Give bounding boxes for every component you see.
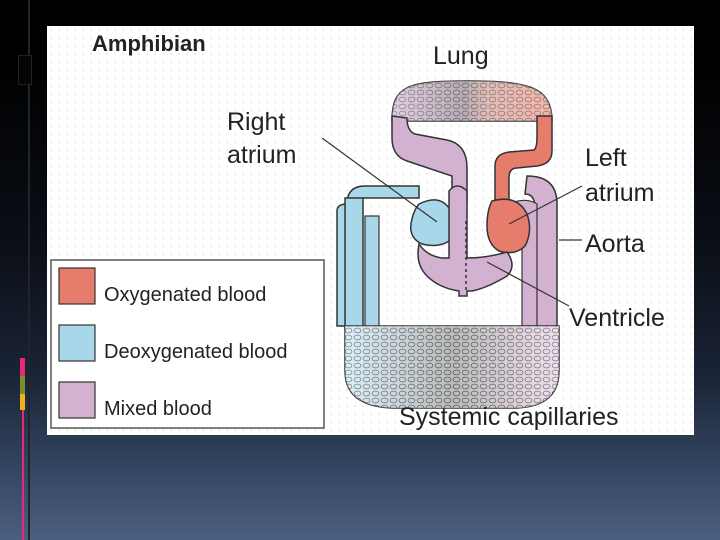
accent-bar-pink bbox=[20, 358, 25, 376]
circulation-diagram: Amphibian Lung Right atrium Left atrium … bbox=[50, 31, 665, 431]
legend-swatch-mixed bbox=[58, 381, 96, 419]
legend-label-oxygenated: Oxygenated blood bbox=[104, 284, 266, 306]
accent-bar-yellow bbox=[20, 394, 25, 410]
vena-cava-left bbox=[344, 197, 364, 329]
left-atrium-shape bbox=[486, 198, 531, 254]
label-right-atrium-line1: Right bbox=[227, 108, 285, 136]
lung-capillary-bed bbox=[391, 80, 553, 122]
accent-block-black bbox=[18, 55, 32, 85]
systemic-capillary-bed bbox=[344, 325, 560, 409]
leader-left-atrium bbox=[508, 185, 583, 225]
label-left-atrium-line1: Left bbox=[585, 144, 627, 172]
heart bbox=[409, 185, 531, 297]
legend-item-mixed: Mixed blood bbox=[58, 381, 212, 420]
leader-lines bbox=[321, 137, 583, 307]
leader-right-atrium bbox=[321, 137, 438, 223]
legend-item-oxygenated: Oxygenated blood bbox=[58, 267, 266, 306]
label-ventricle: Ventricle bbox=[569, 304, 665, 332]
inner-loop-left bbox=[364, 215, 380, 329]
label-systemic-capillaries: Systemic capillaries bbox=[399, 403, 619, 431]
leader-ventricle bbox=[486, 261, 570, 307]
legend: Oxygenated blood Deoxygenated blood Mixe… bbox=[50, 259, 325, 429]
label-right-atrium-line2: atrium bbox=[227, 141, 296, 169]
accent-bar-olive bbox=[20, 376, 25, 394]
legend-swatch-oxygenated bbox=[58, 267, 96, 305]
right-atrium-shape bbox=[409, 199, 454, 247]
accent-line-pink bbox=[22, 410, 24, 540]
left-rule bbox=[28, 0, 30, 540]
label-aorta: Aorta bbox=[585, 230, 645, 258]
amphibian-circulation-figure: Amphibian Lung Right atrium Left atrium … bbox=[47, 26, 694, 435]
pulmonary-artery bbox=[391, 115, 468, 202]
figure-title: Amphibian bbox=[92, 31, 206, 56]
legend-label-mixed: Mixed blood bbox=[104, 398, 212, 420]
legend-item-deoxygenated: Deoxygenated blood bbox=[58, 324, 287, 363]
legend-frame bbox=[50, 259, 325, 429]
ventricle-shape bbox=[417, 185, 513, 297]
label-left-atrium-line2: atrium bbox=[585, 179, 654, 207]
legend-swatch-deoxygenated bbox=[58, 324, 96, 362]
legend-label-deoxygenated: Deoxygenated blood bbox=[104, 341, 287, 363]
label-lung: Lung bbox=[433, 42, 489, 70]
